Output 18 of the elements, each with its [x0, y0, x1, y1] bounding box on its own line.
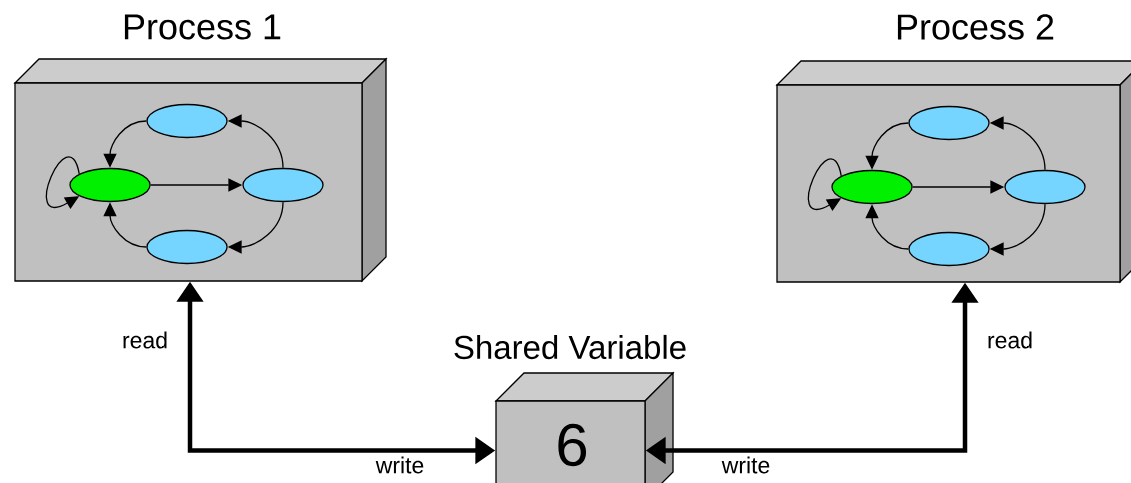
state-ellipse: [908, 231, 990, 267]
node-label: Process 1: [124, 14, 281, 40]
state-ellipse: [242, 167, 324, 203]
state-ellipse: [146, 229, 228, 265]
edge-label: read: [988, 331, 1032, 349]
edge-label: read: [123, 331, 167, 349]
state-ellipse: [908, 105, 990, 141]
line-label: write: [721, 456, 770, 474]
line-label: write: [375, 456, 424, 474]
state-ellipse: [831, 169, 913, 205]
state-ellipse: [69, 167, 151, 203]
box-drawing: Shared Variable 6: [454, 334, 686, 483]
state-ellipse: [146, 103, 228, 139]
node-label: Shared Variable: [454, 334, 686, 360]
arrow: [807, 158, 842, 211]
arrow: [45, 156, 80, 209]
node-label: Process 2: [897, 14, 1054, 40]
state-ellipse: [1004, 169, 1086, 205]
